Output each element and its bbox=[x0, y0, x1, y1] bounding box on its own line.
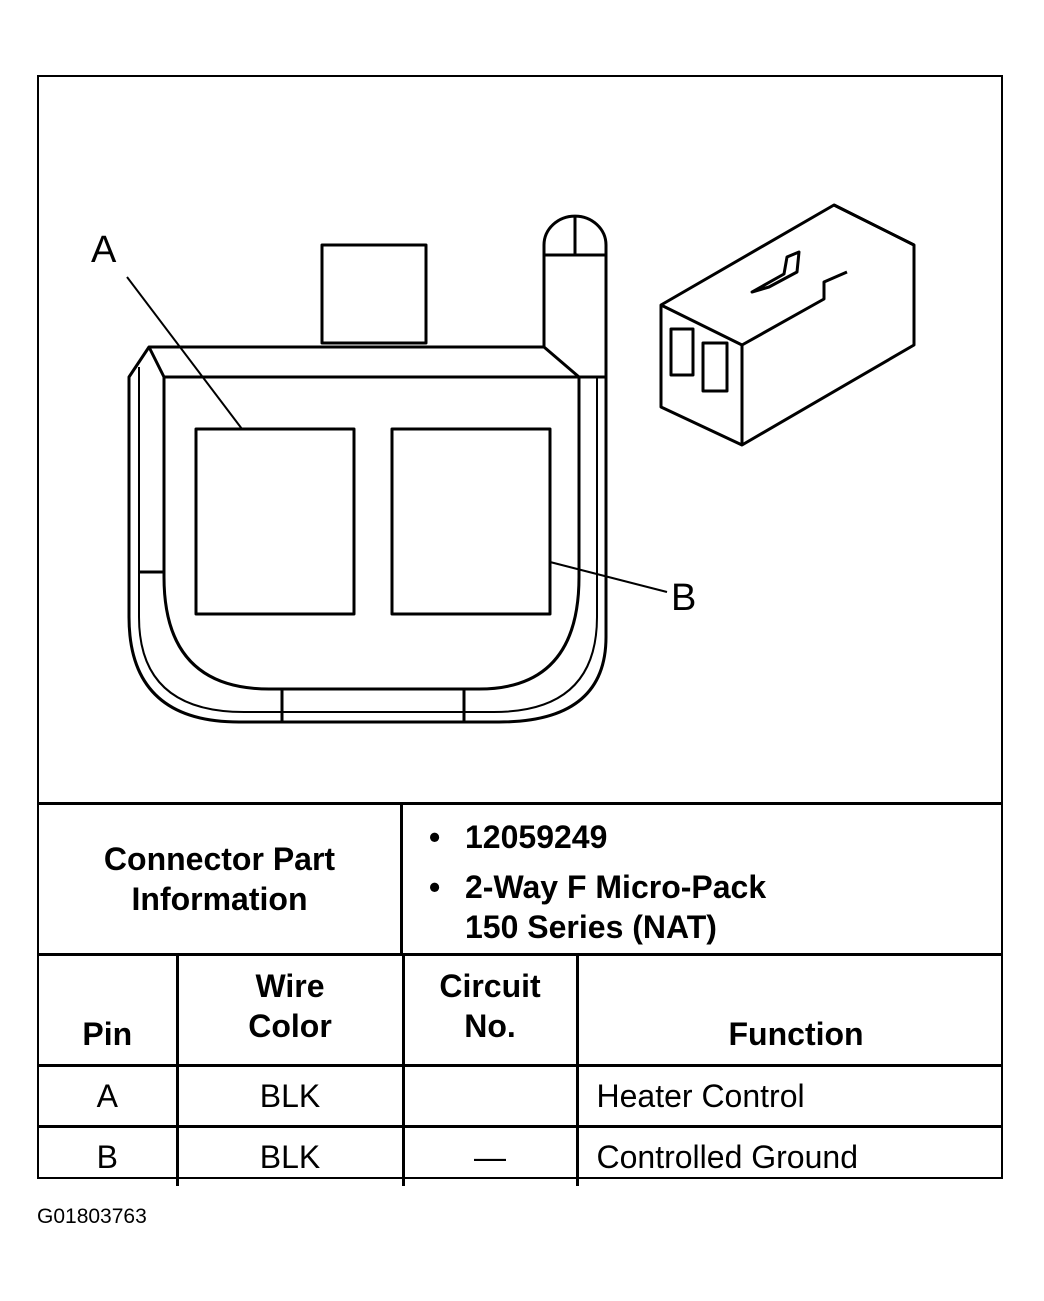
row-pin: A bbox=[39, 1064, 179, 1128]
bullet-icon: • bbox=[429, 869, 441, 905]
pin-table-header: Pin Wire Color Circuit No. Function bbox=[39, 956, 1001, 1067]
header-pin: Pin bbox=[39, 956, 179, 1067]
cavity-b bbox=[390, 427, 552, 616]
info-label-line2: Information bbox=[131, 881, 308, 917]
connector-type-item: • 2-Way F Micro-Pack 150 Series (NAT) bbox=[429, 867, 1001, 947]
row-function: Controlled Ground bbox=[575, 1125, 1001, 1186]
connector-isometric-view bbox=[659, 203, 916, 447]
bottom-key bbox=[280, 687, 466, 724]
row-circuit: — bbox=[401, 1125, 579, 1186]
connector-part-info-label: Connector Part Information bbox=[39, 805, 403, 953]
housing-inner bbox=[162, 375, 581, 691]
row-function: Heater Control bbox=[575, 1064, 1001, 1128]
latch-post bbox=[542, 214, 608, 377]
table-row: B BLK — Controlled Ground bbox=[39, 1125, 1001, 1186]
row-pin: B bbox=[39, 1125, 179, 1186]
pin-label-b: B bbox=[671, 577, 697, 619]
connector-face-drawing bbox=[126, 203, 916, 724]
part-number: 12059249 bbox=[465, 819, 608, 855]
top-tab bbox=[320, 243, 428, 345]
bullet-icon: • bbox=[429, 819, 441, 855]
connector-type-line1: 2-Way F Micro-Pack bbox=[465, 869, 767, 905]
figure-id: G01803763 bbox=[37, 1205, 147, 1228]
connector-diagram: A B bbox=[39, 77, 1001, 802]
leader-line-b bbox=[549, 561, 668, 593]
diagram-frame: A B Connector Part Information • 1205924… bbox=[37, 75, 1003, 1186]
pin-table: Pin Wire Color Circuit No. Function A BL… bbox=[39, 956, 1001, 1186]
info-label-line1: Connector Part bbox=[103, 841, 336, 877]
row-wire-color: BLK bbox=[175, 1125, 405, 1186]
pin-label-a: A bbox=[91, 229, 117, 271]
row-circuit bbox=[401, 1064, 579, 1128]
cavity-a bbox=[194, 427, 356, 616]
row-wire-color: BLK bbox=[175, 1064, 405, 1128]
connector-part-info-values: • 12059249 • 2-Way F Micro-Pack 150 Seri… bbox=[403, 805, 1001, 953]
leader-line-a bbox=[126, 276, 243, 430]
part-number-item: • 12059249 bbox=[429, 817, 1001, 857]
housing-outer bbox=[127, 345, 608, 724]
header-circuit-no: Circuit No. bbox=[401, 956, 579, 1067]
table-row: A BLK Heater Control bbox=[39, 1064, 1001, 1128]
header-wire-color: Wire Color bbox=[175, 956, 405, 1067]
connector-part-info-row: Connector Part Information • 12059249 • … bbox=[39, 802, 1001, 956]
connector-type-line2: 150 Series (NAT) bbox=[465, 909, 717, 945]
header-function: Function bbox=[575, 956, 1001, 1067]
